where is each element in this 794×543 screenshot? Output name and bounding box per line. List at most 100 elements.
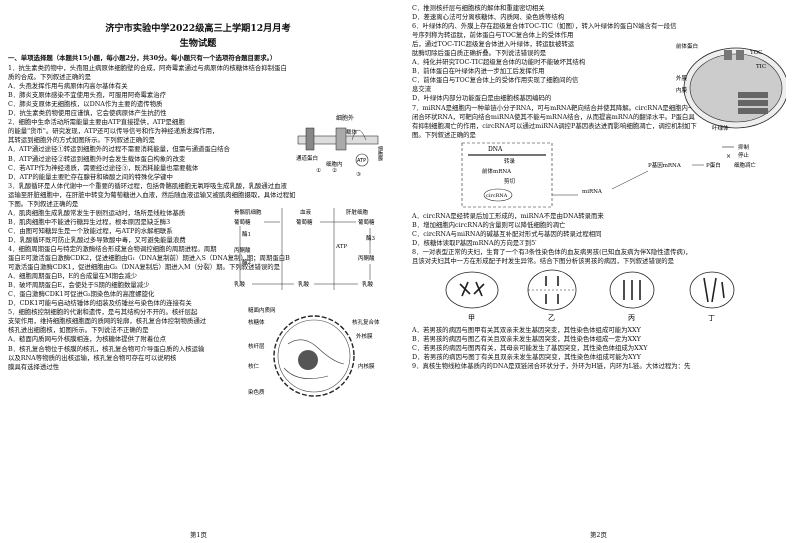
fig-toc: TOC	[750, 50, 762, 56]
toc-tic-figure: 前体蛋白 TOC TIC 外膜 内膜 叶绿体	[676, 42, 786, 132]
cell-label-3: 丙	[628, 314, 635, 322]
question-text: 质的合成。下列叙述正确的是	[8, 73, 92, 82]
fig-circrna: circRNA	[486, 193, 508, 199]
fig-enzyme-1: 酶1	[242, 230, 251, 238]
question-text: 可激活蛋白激酶CDK1，促进细胞由G₂（DNA复制后）期进入M（分裂）期。下列叙…	[8, 263, 281, 272]
fig-precursor-mrna: 前体mRNA	[482, 167, 512, 175]
question-7: 7．miRNA是细胞内一种单链小分子RNA，可与mRNA靶向结合并使其降解。ci…	[412, 104, 792, 248]
circrna-regulation-figure: DNA 转录 前体mRNA 剪切 circRNA miRNA P基因mRNA P…	[461, 142, 757, 208]
question-text: 肽酶切除后蛋白质正确折叠。下列说法错误的是	[412, 49, 547, 58]
cell-label-2: 乙	[548, 314, 555, 322]
fig-glucose-3: 葡萄糖	[358, 218, 375, 226]
option-c: C．推测核纤层与细胞核的解体和重建密切相关	[412, 4, 545, 12]
fig-legend-stop: 停止	[738, 151, 750, 159]
question-1: 1．抗生素类药物中，头孢阻止病原体细胞壁的合成，阿奇霉素通过与病原体的核糖体结合…	[8, 64, 388, 118]
fig-rough-er: 糙面内质网	[248, 306, 276, 314]
fig-precursor: 前体蛋白	[676, 42, 698, 50]
option-c: C．蛋白激酶CDK1可促进G₂期染色体的高度螺旋化	[8, 290, 155, 299]
question-text: 7．miRNA是细胞内一种单链小分子RNA，可与mRNA靶向结合并使其降解。ci…	[412, 103, 701, 112]
option-c: C．肺炎支原体无细胞核，以DNA作为主要的遗传物质	[8, 100, 163, 109]
question-text: 后，通过TOC-TIC超级复合体进入叶绿体，转运肽被转运	[412, 40, 575, 49]
option-d: D．核糖体读取P基因mRNA的方向是3′到5′	[412, 238, 537, 247]
lactic-acid-cycle-figure: 骨骼肌细胞 血液 肝脏细胞 葡萄糖 葡萄糖 葡萄糖 酶1 酶2 酶3 丙酮酸 丙…	[234, 207, 376, 290]
option-a: A．若男孩的病因与图甲有关其双亲未发生基因突变，其性染色体组成可能为XXY	[412, 325, 641, 334]
fig-outer: 外膜	[676, 74, 688, 82]
fig-cut: 剪切	[504, 177, 516, 185]
question-text: 下图。下列叙述正确的是	[8, 199, 79, 208]
question-text: 运输至肝脏细胞中，在肝脏中转变为葡萄糖进入血液，然后随血液运输又被肌肉细胞摄取，…	[8, 190, 296, 199]
option-d: D．若男孩的病因与图丁有关且双亲未发生基因突变，其性染色体组成可能为XYY	[412, 353, 642, 362]
question-text: 其转运到细胞外的方式如图所示。下列叙述正确的是	[8, 136, 155, 145]
question-text: 2．细胞中生命活动所需能量主要由ATP直接提供，ATP是细胞	[8, 118, 185, 127]
option-b: B．若男孩的病因与图乙有关且双亲未发生基因突变，其性染色体组成一定为XXY	[412, 335, 641, 344]
fig-glucose-2: 葡萄糖	[296, 218, 313, 226]
fig-transcribe: 转录	[504, 157, 516, 165]
cell-label-4: 丁	[708, 314, 715, 322]
page-1: 济宁市实验中学2022级高三上学期12月月考 生物试题 一、单项选择题（本题共1…	[8, 4, 388, 398]
question-text: 且该对夫妇其中一方在形成配子时发生异常。结合下图分析该男孩的病因，下列叙述错误的…	[412, 256, 675, 265]
fig-nucleolus: 核仁	[248, 362, 260, 370]
question-text: 支架作用，维持细胞核细胞面的质网的轮廓，核孔复合体控制物质通过	[8, 317, 207, 326]
nucleus-structure-figure: 糙面内质网 核糖体 核孔复合体 外核膜 核纤层 核仁 内核膜 染色质	[248, 306, 380, 398]
option-c-cont: 息交流	[412, 85, 432, 94]
question-5: 糙面内质网 核糖体 核孔复合体 外核膜 核纤层 核仁 内核膜 染色质 5．细胞核…	[8, 306, 388, 398]
fig-pyruvate-1: 丙酮酸	[234, 246, 251, 254]
page-1-footer: 第1页	[190, 531, 207, 539]
fig-glucose-1: 葡萄糖	[234, 218, 251, 226]
question-text: 蛋白E可激活蛋白激酶CDK2，促进细胞由G₁（DNA复制前）期进入S（DNA复制…	[8, 254, 290, 263]
fig-pore-complex: 核孔复合体	[352, 318, 380, 326]
question-8: 8．一对表型正常的夫妇，生育了一个有3条性染色体的血友病男孩(已知血友病为伴X隐…	[412, 248, 792, 362]
question-text: 8．一对表型正常的夫妇，生育了一个有3条性染色体的血友病男孩(已知血友病为伴X隐…	[412, 247, 692, 256]
option-c: C．若男孩的病因与图丙有关，其母亲可能发生了基因突变，其性染色体组成为XXY	[412, 344, 648, 353]
fig-lactic-2: 乳酸	[298, 280, 310, 288]
fig-mark-3: ③	[356, 172, 361, 178]
fig-outer-membrane: 外核膜	[356, 332, 373, 340]
fig-chromatin: 染色质	[248, 388, 265, 396]
option-a: A．ATP通过途径①转运到细胞外的过程不需要消耗能量，但需与通道蛋白结合	[8, 145, 230, 154]
fig-enzyme-2: 酶2	[242, 258, 251, 266]
option-d: D．乳酸循环既可防止乳酸过多导致酸中毒，又可避免能量浪费	[8, 235, 186, 244]
section-heading: 一、单项选择题（本题共15小题，每小题2分，共30分。每小题只有一个选项符合题目…	[8, 54, 277, 62]
option-b: B．破坏周期蛋白E，会使处于S期的细胞数量减少	[8, 281, 150, 290]
fig-label-outside: 细胞外	[336, 114, 354, 122]
fig-legend-inhibit: 抑制	[738, 143, 750, 151]
fig-atp: ATP	[335, 244, 347, 250]
question-text: 图。下列叙述正确的是	[412, 130, 476, 139]
question-text: 有抑制细胞凋亡的作用，circRNA可以通过miRNA调控P基因表达进而影响细胞…	[412, 121, 697, 130]
question-3: 骨骼肌细胞 血液 肝脏细胞 葡萄糖 葡萄糖 葡萄糖 酶1 酶2 酶3 丙酮酸 丙…	[8, 182, 388, 290]
fig-label-channel: 通道蛋白	[296, 154, 318, 162]
option-d: D．差速离心法可分离核糖体、内质网、染色质等结构	[412, 13, 565, 22]
fig-label-membrane: 细胞膜	[377, 146, 383, 163]
page-2-footer: 第2页	[590, 531, 607, 539]
option-b: B．前体蛋白在叶绿体内进一步加工后发挥作用	[412, 67, 545, 76]
question-text: 4．细胞周期蛋白与特定的激酶结合形成复合物调控细胞的周期进程。周期	[8, 244, 217, 253]
fig-mark-1: ①	[316, 168, 321, 174]
fig-label-liver: 肝脏细胞	[346, 208, 369, 216]
exam-subtitle: 生物试题	[179, 38, 217, 49]
option-a: A．头孢发挥作用与病原体内高尔基体有关	[8, 82, 128, 91]
option-b: B．增加细胞内circRNA的含量则可以降低细胞的凋亡	[412, 220, 566, 229]
fig-legend-x-icon: ×	[726, 153, 731, 160]
option-b: B．ATP通过途径②转运到细胞外时会发生载体蛋白构象的改变	[8, 154, 186, 163]
fig-mark-2: ②	[332, 167, 337, 174]
option-a: A．糙面内质网与外核膜相连，为核糖体提供了附着位点	[8, 335, 166, 344]
fig-tic: TIC	[756, 64, 766, 70]
fig-label-blood: 血液	[300, 208, 312, 216]
fig-label-atp: ATP	[357, 158, 366, 164]
fig-ribosome: 核糖体	[248, 318, 265, 326]
option-b-cont: 膜具有选择透过性	[8, 362, 60, 371]
fig-label-carrier: 载体	[346, 128, 358, 136]
question-text: 5．细胞核控制细胞的代谢和遗传，是与其结构分不开的。核纤层起	[8, 308, 198, 317]
question-6: 前体蛋白 TOC TIC 外膜 内膜 叶绿体 6．叶绿体的内、外膜上存在超级复合…	[412, 22, 792, 132]
option-d: D．叶绿体内部分功能蛋白是由细胞核基因编码的	[412, 94, 552, 103]
question-text: 6．叶绿体的内、外膜上存在超级复合体TOC-TIC（如图），转入叶绿体的蛋白N端…	[412, 22, 677, 31]
option-b-cont: 以及RNA等物质的出核运输，核孔复合物可存在可以说明核	[8, 353, 177, 362]
option-d: D．ATP的能量主要贮存在腺苷和磷酸之间的特殊化学键中	[8, 172, 173, 181]
question-2: 细胞外 载体 通道蛋白 ATP 细胞内 ① ② ③ 细胞膜 2．细胞中生命活动所…	[8, 114, 388, 181]
question-text: 的能量"货币"。研究发现，ATP还可以传导信号和作为神经递质发挥作用，	[8, 127, 219, 136]
fig-p-protein: P蛋白	[706, 161, 721, 169]
fig-p-gene-mrna: P基因mRNA	[648, 161, 682, 169]
fig-lamina: 核纤层	[248, 342, 265, 350]
meiosis-cells-figure: 甲 乙 丙 丁	[445, 269, 735, 322]
fig-lactic-1: 乳酸	[234, 280, 246, 288]
